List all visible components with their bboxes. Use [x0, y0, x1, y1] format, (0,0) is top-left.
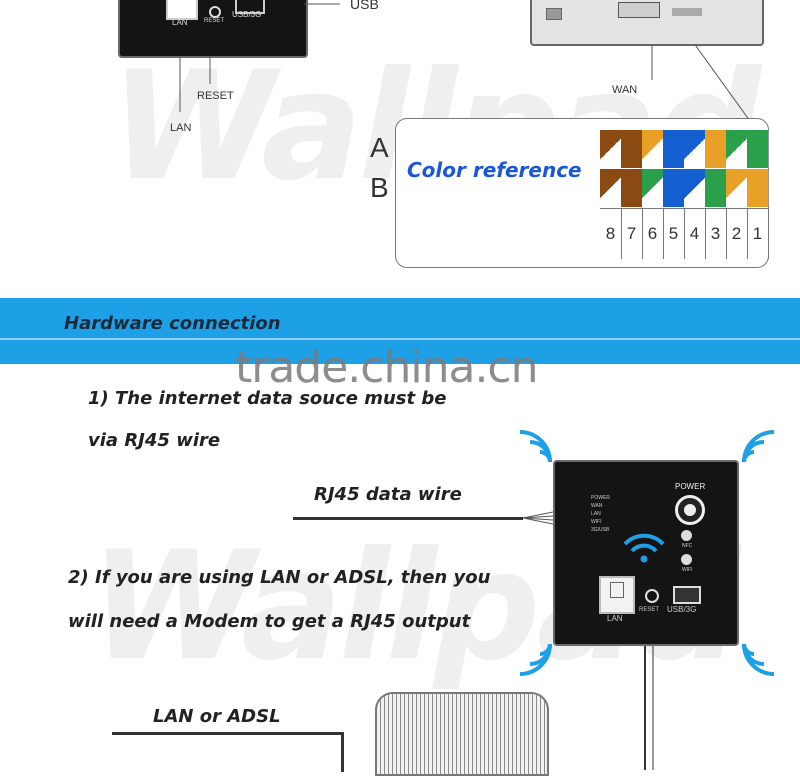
lan-port: [166, 0, 198, 20]
device-reset-label: RESET: [639, 607, 660, 613]
wire-cell: [705, 130, 727, 168]
wire-cell: [663, 130, 685, 168]
row-b-label: B: [370, 172, 389, 203]
wire-cell: [600, 130, 622, 168]
wifi-waves-bottom-left-icon: [519, 643, 552, 676]
led-list: POWER WAN LAN WIFI 3G/USB: [591, 494, 610, 534]
reset-port-label: RESET: [204, 18, 225, 24]
wan-socket: [618, 2, 660, 18]
wire-cell: [684, 130, 706, 168]
device-reset-hole: [645, 589, 659, 603]
pin-7: 7: [621, 209, 643, 259]
step1-line1: 1) The internet data souce must be: [88, 388, 447, 409]
wire-cell: [747, 169, 769, 207]
banner-title: Hardware connection: [64, 313, 281, 334]
top-panel-fragment: LAN RESET USB/3G: [118, 0, 308, 58]
device-usb-label: USB/3G: [667, 605, 697, 614]
led-lan: LAN: [591, 511, 601, 517]
wire-cell: [684, 169, 706, 207]
wifi-waves-top-left-icon: [519, 430, 552, 463]
pin-number-row: 8 7 6 5 4 3 2 1: [600, 208, 769, 259]
lan-adsl-label: LAN or ADSL: [153, 706, 281, 727]
lan-callout-label: LAN: [170, 122, 192, 134]
wan-callout-label: WAN: [612, 84, 638, 96]
rj45-wire-label: RJ45 data wire: [314, 484, 462, 505]
wire-cell: [621, 130, 643, 168]
wifi-button: [681, 554, 692, 565]
wire-cell: [663, 169, 685, 207]
led-power: POWER: [591, 495, 610, 501]
rj45-wire: [293, 517, 523, 520]
led-3g-usb: 3G/USB: [591, 527, 610, 533]
pin-1: 1: [747, 209, 769, 259]
pin-5: 5: [663, 209, 685, 259]
step2-line1: 2) If you are using LAN or ADSL, then yo…: [68, 567, 491, 588]
wire-cell: [621, 169, 643, 207]
lan-adsl-wire: [112, 732, 344, 735]
nfc-button: [681, 530, 692, 541]
lan-adsl-wire-drop: [341, 732, 344, 772]
step1-line2: via RJ45 wire: [88, 430, 221, 451]
wire-cell: [600, 169, 622, 207]
wire-cell: [705, 169, 727, 207]
pin-8: 8: [600, 209, 622, 259]
modem-device: [375, 692, 549, 776]
wifi-waves-bottom-right-icon: [742, 643, 775, 676]
led-wan: WAN: [591, 503, 603, 509]
wifi-label: WIFI: [682, 567, 693, 573]
wire-cell: [726, 169, 748, 207]
led-wifi: WIFI: [591, 519, 602, 525]
nfc-label: NFC: [682, 543, 693, 549]
reset-callout-label: RESET: [197, 90, 234, 102]
color-reference-title: Color reference: [407, 158, 582, 182]
pin-6: 6: [642, 209, 664, 259]
device-usb-port: [673, 586, 701, 604]
wire-cell: [726, 130, 748, 168]
usb-port-label: USB/3G: [232, 10, 262, 19]
wire-cell: [642, 130, 664, 168]
power-button: [675, 495, 705, 525]
pin-4: 4: [684, 209, 706, 259]
wifi-logo-icon: [623, 533, 665, 563]
pin-3: 3: [705, 209, 727, 259]
usb-callout-label: USB: [350, 0, 379, 12]
pin-2: 2: [726, 209, 748, 259]
wall-router-panel: POWER POWER WAN LAN WIFI 3G/USB NFC WIFI…: [553, 460, 739, 646]
power-label: POWER: [675, 482, 706, 491]
usb-port: [235, 0, 265, 14]
lan-port-label: LAN: [172, 18, 188, 27]
banner-divider: [0, 338, 800, 340]
device-back-fragment: [530, 0, 764, 46]
device-lan-label: LAN: [607, 614, 623, 623]
banner-site-watermark: trade.china.cn: [235, 342, 539, 393]
wire-color-grid: 8 7 6 5 4 3 2 1: [600, 130, 769, 259]
step2-line2: will need a Modem to get a RJ45 output: [68, 611, 471, 632]
reset-hole: [209, 6, 221, 18]
wire-cell: [642, 169, 664, 207]
row-a-label: A: [370, 132, 389, 163]
wifi-waves-top-right-icon: [742, 430, 775, 463]
device-lan-port: [599, 576, 635, 614]
wire-cell: [747, 130, 769, 168]
section-banner: [0, 298, 800, 364]
device-wiring: [522, 511, 654, 770]
